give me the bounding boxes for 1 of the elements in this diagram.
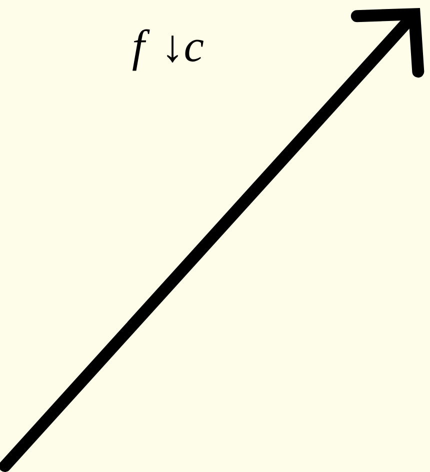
arrow-label: f ↓c — [132, 29, 204, 71]
